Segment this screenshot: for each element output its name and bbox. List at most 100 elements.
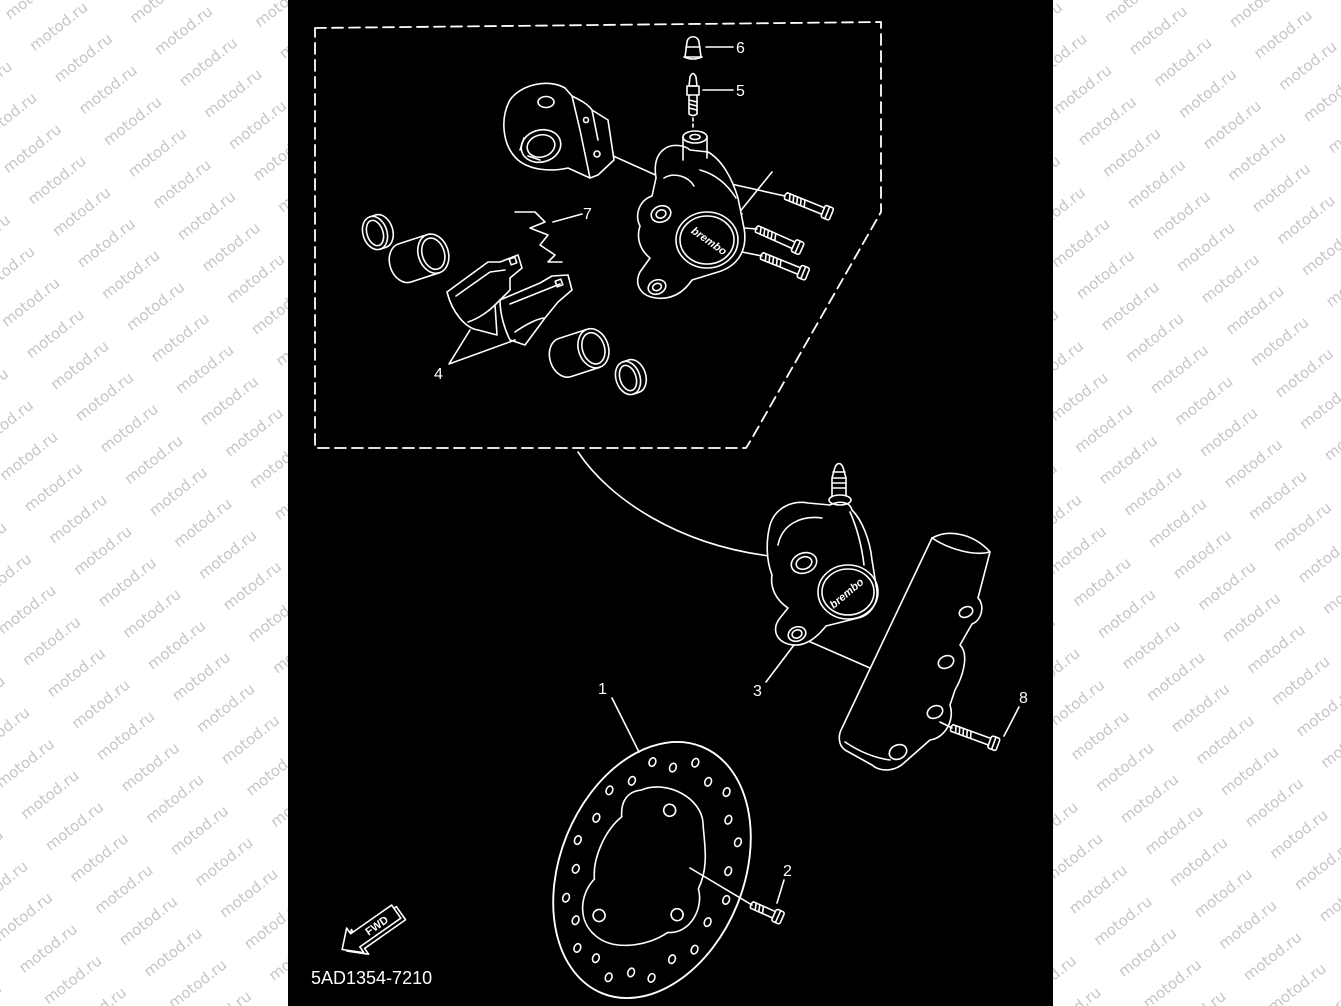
disc-vent-hole — [573, 942, 582, 953]
disc-vent-hole — [571, 863, 580, 874]
caliper-bracket-part — [520, 128, 562, 164]
disc-vent-hole — [690, 944, 699, 955]
disc-vent-hole — [724, 866, 733, 877]
disc-vent-hole — [571, 915, 580, 926]
brake-pad-left-part — [446, 254, 523, 336]
disc-vent-hole — [667, 954, 677, 965]
disc-vent-hole — [724, 814, 733, 825]
callout-6: 6 — [736, 40, 745, 57]
brake-pad-right — [499, 274, 573, 346]
front-fork-leg-part — [926, 704, 944, 720]
brake-pad-right-part — [554, 278, 564, 288]
piston-left — [388, 233, 450, 284]
front-brake-caliper-3-part — [795, 555, 813, 571]
caliper-body-detail-part — [655, 209, 667, 219]
callout-2: 2 — [783, 863, 792, 880]
front-brake-caliper-3-part — [790, 551, 818, 575]
caliper-bracket-part — [571, 95, 599, 179]
detail-leader-curve — [577, 451, 771, 557]
disc-vent-hole — [733, 837, 743, 848]
callout-leader-2 — [776, 879, 785, 904]
disc-vent-hole — [668, 762, 678, 773]
caliper-bolt-a — [781, 188, 835, 222]
front-brake-caliper-3-part — [831, 471, 847, 489]
pad-spring-7 — [514, 211, 563, 263]
bleeder-cap-6-part — [683, 56, 703, 60]
caliper-body-detail-part — [679, 215, 735, 265]
disc-bolt-axis — [689, 867, 753, 906]
caliper-body-detail-part — [663, 174, 695, 187]
callout-3: 3 — [753, 683, 762, 700]
fork-bolt-8 — [947, 720, 1002, 752]
piston-seal-right-part — [621, 358, 648, 395]
disc-vent-hole — [703, 776, 713, 787]
disc-vent-hole — [703, 917, 712, 928]
caliper-body-detail-part — [650, 204, 672, 224]
front-brake-caliper-3-part — [821, 568, 875, 616]
disc-carrier-cutout — [581, 786, 707, 947]
caliper-mount-line — [805, 639, 871, 669]
bolt-axis-line-d — [741, 251, 763, 257]
disc-vent-hole — [647, 972, 656, 983]
disc-vent-hole — [591, 953, 601, 964]
bleed-screw-5-part — [688, 99, 698, 111]
callout-leader-7 — [552, 213, 583, 223]
disc-vent-hole — [561, 892, 571, 903]
disc-bolt-hole — [670, 907, 684, 922]
disc-vent-hole — [573, 834, 583, 846]
caliper-body-detail-part — [699, 169, 737, 199]
brake-pad-left — [446, 254, 523, 336]
front-fork-leg — [838, 532, 991, 771]
disc-vent-hole — [604, 972, 613, 983]
caliper-body-detail — [636, 130, 746, 300]
front-fork-leg-part — [844, 741, 891, 761]
caliper-bolt-c — [757, 248, 811, 282]
caliper-bracket-part — [526, 133, 556, 159]
front-brake-caliper-3-part — [766, 501, 878, 646]
disc-vent-hole — [721, 894, 731, 906]
forward-direction-arrow: FWD — [341, 904, 407, 955]
callout-leader-4 — [448, 329, 516, 365]
fork-bolt-axis — [939, 721, 953, 729]
piston-seal-right-part — [618, 364, 638, 392]
piston-right — [548, 327, 610, 378]
caliper-body-detail-part — [689, 133, 701, 141]
front-fork-leg-part — [958, 605, 974, 619]
front-brake-caliper-3-part — [817, 564, 879, 620]
callout-leader-8 — [1003, 706, 1020, 737]
disc-vent-hole — [691, 757, 700, 768]
piston-left-part — [388, 233, 441, 284]
piston-right-part — [581, 331, 606, 365]
caliper-bracket-part — [593, 150, 601, 158]
caliper-bracket-part — [582, 116, 590, 124]
front-fork-leg-part — [937, 654, 955, 670]
front-fork-leg-part — [888, 743, 908, 761]
callout-1: 1 — [598, 681, 607, 698]
front-fork-leg-part — [931, 537, 991, 554]
watermark-text: motod.ru — [0, 979, 5, 1006]
piston-seal-left-part — [368, 213, 395, 250]
front-fork-leg-part — [838, 532, 991, 771]
front-brake-caliper-3-part — [791, 629, 803, 639]
disc-vent-hole — [626, 967, 636, 978]
callout-5: 5 — [736, 83, 745, 100]
front-brake-caliper-3-part — [828, 494, 852, 506]
caliper-bracket-part — [503, 82, 615, 179]
front-brake-caliper-3-part — [831, 462, 847, 497]
forward-direction-arrow-part — [341, 904, 402, 954]
callout-leader-3 — [765, 644, 795, 683]
brake-pad-right-part — [509, 283, 561, 333]
disc-outer-edge — [552, 741, 752, 999]
diagram-part-code: 5AD1354-7210 — [311, 968, 432, 988]
bleed-screw-5-part — [688, 72, 698, 87]
front-brake-caliper-3 — [766, 462, 879, 646]
piston-right-part — [548, 328, 601, 378]
brake-pad-left-part — [508, 256, 518, 266]
disc-vent-hole — [592, 812, 601, 823]
disc-vent-hole — [648, 757, 657, 768]
bleeder-cap-6 — [683, 35, 703, 60]
caliper-bracket — [503, 82, 615, 179]
diagram-linework: FWD — [314, 21, 1020, 999]
